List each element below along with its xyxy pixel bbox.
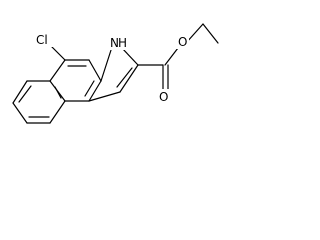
bond-mid-1 — [49, 59, 66, 82]
bonds — [12, 23, 219, 124]
bond-ch2-ch3 — [202, 23, 219, 44]
carbonyl-oxygen-label: O — [159, 90, 168, 104]
bond-c-cl — [49, 44, 66, 61]
bond-benzo-2 — [49, 100, 66, 124]
bond-benzo-5 — [12, 80, 28, 104]
bond-pyrrole-4 — [88, 91, 121, 102]
bond-pyrrole-1 — [100, 46, 113, 82]
structure-svg: Cl N H O O — [12, 23, 219, 124]
bond-benzo-inner-2 — [18, 85, 32, 103]
hydrogen-label: H — [118, 36, 127, 50]
bond-mid-3 — [88, 59, 102, 82]
bond-benzo-inner-3 — [54, 86, 62, 99]
chlorine-label: Cl — [36, 33, 48, 47]
bond-mid-inner-2 — [84, 80, 95, 97]
ester-oxygen-label: O — [178, 35, 187, 49]
bond-mid-4 — [88, 80, 102, 102]
atom-labels: Cl N H O O — [34, 32, 189, 104]
nitrogen-label: N — [110, 36, 119, 50]
bond-pyrrole-3 — [119, 64, 139, 93]
bond-pyrrole-inner — [116, 67, 133, 88]
bond-benzo-4 — [12, 102, 28, 124]
molecule-diagram: Cl N H O O — [0, 0, 224, 143]
bond-carbonyl-ester-o — [164, 47, 179, 66]
